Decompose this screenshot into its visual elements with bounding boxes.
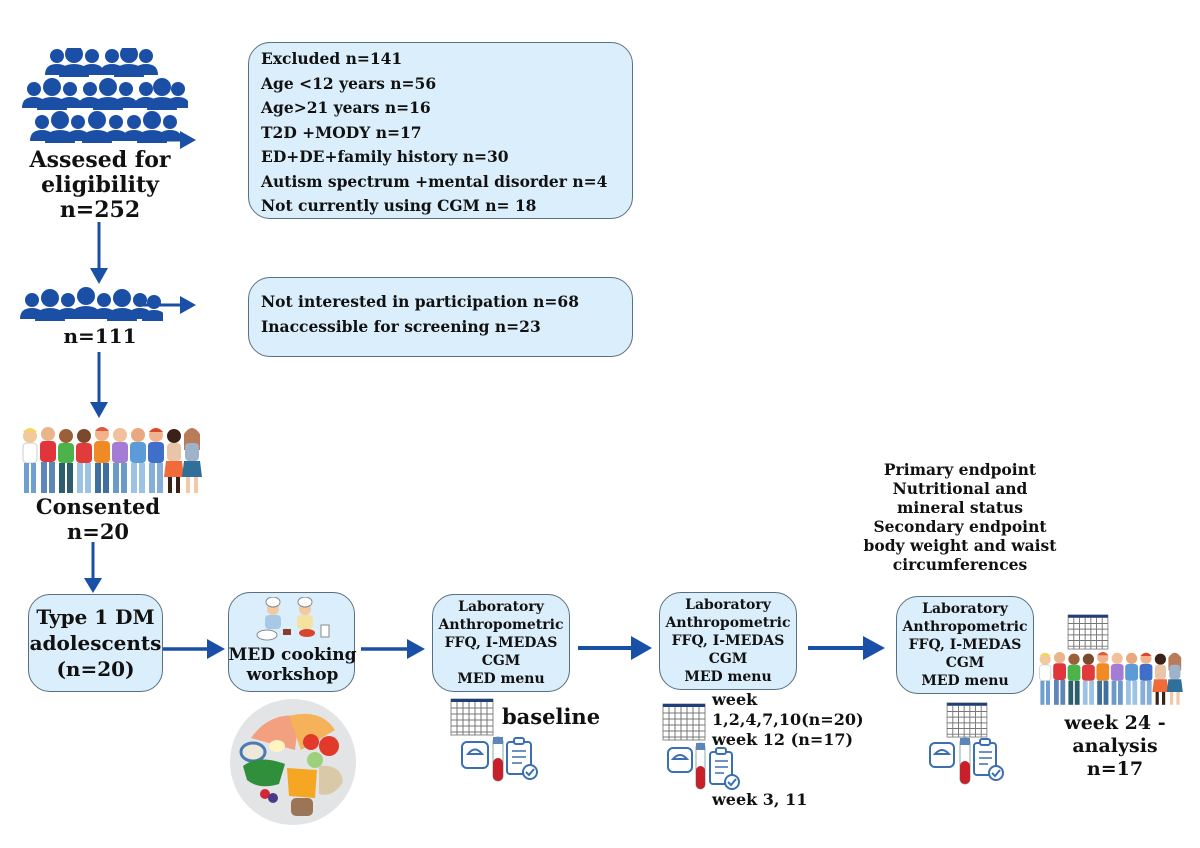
excluded-box: Excluded n=141 Age <12 years n=56 Age>21… — [248, 42, 633, 219]
lab-tests-icons — [667, 742, 740, 790]
assessment-item: CGM — [945, 655, 985, 671]
assessment-item: Laboratory — [685, 597, 771, 613]
workshop-box: MED cooking workshop — [228, 592, 357, 692]
weighing-scale-icon — [667, 747, 693, 773]
arrow-to-screened — [90, 222, 108, 284]
workshop-line-2: workshop — [246, 665, 339, 685]
blood-test-tube-icon — [492, 736, 504, 782]
excluded-reason: Autism spectrum +mental disorder n=4 — [261, 171, 608, 191]
assessment-item: FFQ, I-MEDAS — [444, 635, 558, 651]
people-group-icon — [20, 287, 163, 321]
followup-extra-weeks: week 3, 11 — [712, 790, 808, 809]
final-assessment-box: Laboratory Anthropometric FFQ, I-MEDAS C… — [896, 596, 1034, 694]
assessment-item: MED menu — [921, 673, 1009, 689]
consented-label: Consented n=20 — [18, 494, 178, 544]
followup-schedule: week 1,2,4,7,10(n=20) week 12 (n=17) — [712, 690, 864, 750]
calendar-icon — [450, 698, 494, 736]
secondary-endpoint-heading: Secondary endpoint — [873, 517, 1047, 536]
lab-tests-icons — [461, 736, 538, 782]
baseline-assessment-box: Laboratory Anthropometric FFQ, I-MEDAS C… — [432, 594, 570, 692]
not-participating-reason: Inaccessible for screening n=23 — [261, 316, 541, 336]
endpoints-text: Primary endpoint Nutritional and mineral… — [852, 460, 1068, 574]
primary-endpoint-detail: Nutritional and — [892, 479, 1028, 498]
followup-line: week — [712, 690, 758, 709]
assessment-item: Anthropometric — [438, 617, 564, 633]
arrow-to-workshop — [163, 639, 225, 659]
people-crowd-icon — [22, 48, 188, 143]
assessed-label: Assesed for eligibility n=252 — [10, 148, 190, 223]
final-week: week 24 - — [1064, 712, 1166, 734]
excluded-reason: Not currently using CGM n= 18 — [261, 196, 537, 215]
primary-endpoint-detail: mineral status — [897, 498, 1023, 517]
followup-line: week 12 (n=17) — [712, 730, 854, 749]
assessment-item: FFQ, I-MEDAS — [908, 637, 1022, 653]
arrow-to-final — [808, 636, 885, 660]
secondary-endpoint-detail: body weight and waist — [863, 536, 1057, 555]
assessed-line-2: eligibility — [41, 172, 159, 198]
workshop-label: MED cooking workshop — [228, 645, 357, 685]
calendar-icon — [1067, 614, 1109, 650]
blood-test-tube-icon — [959, 737, 971, 785]
screened-count: n=111 — [63, 324, 137, 348]
arrow-to-consented — [90, 352, 108, 418]
calendar-icon — [662, 703, 706, 741]
assessment-item: CGM — [708, 651, 748, 667]
excluded-reason: Age>21 years n=16 — [261, 98, 431, 117]
assessment-item: Anthropometric — [665, 615, 791, 631]
calendar-icon — [946, 702, 988, 738]
final-count: n=17 — [1086, 758, 1144, 780]
assessment-item: Anthropometric — [902, 619, 1028, 635]
excluded-reason: Age <12 years n=56 — [261, 73, 437, 93]
adolescents-group-illustration — [22, 427, 202, 493]
cohort-count: (n=20) — [56, 657, 135, 681]
followup-line: 1,2,4,7,10(n=20) — [712, 710, 864, 729]
weighing-scale-icon — [461, 741, 489, 769]
final-analysis: analysis — [1072, 735, 1158, 757]
checklist-clipboard-icon — [973, 738, 1004, 781]
consented-title: Consented — [35, 494, 161, 519]
cohort-line-2: adolescents — [29, 631, 162, 655]
assessment-item: Laboratory — [458, 599, 544, 615]
not-participating-reason: Not interested in participation n=68 — [261, 292, 579, 311]
assessment-item: Laboratory — [922, 601, 1008, 617]
assessed-count: n=252 — [59, 197, 141, 223]
followup-assessment-box: Laboratory Anthropometric FFQ, I-MEDAS C… — [659, 592, 797, 690]
workshop-line-1: MED cooking — [228, 645, 357, 665]
assessment-item: FFQ, I-MEDAS — [671, 633, 785, 649]
chefs-cooking-illustration — [256, 597, 330, 641]
lab-tests-icons — [929, 737, 1004, 785]
primary-endpoint-heading: Primary endpoint — [883, 460, 1037, 479]
assessment-item: MED menu — [684, 669, 772, 685]
arrow-to-cohort — [84, 542, 102, 593]
arrow-to-followup — [578, 636, 652, 660]
checklist-clipboard-icon — [709, 747, 740, 790]
mediterranean-food-plate-illustration — [230, 699, 356, 825]
checklist-clipboard-icon — [506, 737, 538, 780]
cohort-box: Type 1 DM adolescents (n=20) — [28, 594, 163, 692]
adolescents-group-illustration — [1039, 651, 1184, 706]
assessed-line-1: Assesed for — [29, 147, 171, 173]
excluded-reason: ED+DE+family history n=30 — [261, 147, 509, 166]
assessment-item: MED menu — [457, 671, 545, 687]
baseline-label: baseline — [502, 704, 601, 729]
blood-test-tube-icon — [695, 742, 706, 790]
arrow-to-baseline — [361, 639, 425, 659]
assessment-item: CGM — [481, 653, 521, 669]
excluded-total: Excluded n=141 — [261, 49, 403, 68]
excluded-reason: T2D +MODY n=17 — [261, 122, 422, 142]
cohort-line-1: Type 1 DM — [36, 605, 155, 629]
consented-count: n=20 — [66, 519, 130, 544]
secondary-endpoint-detail: circumferences — [892, 555, 1028, 574]
final-analysis-label: week 24 - analysis n=17 — [1040, 712, 1190, 781]
not-participating-box: Not interested in participation n=68 Ina… — [248, 277, 633, 357]
weighing-scale-icon — [929, 742, 955, 768]
